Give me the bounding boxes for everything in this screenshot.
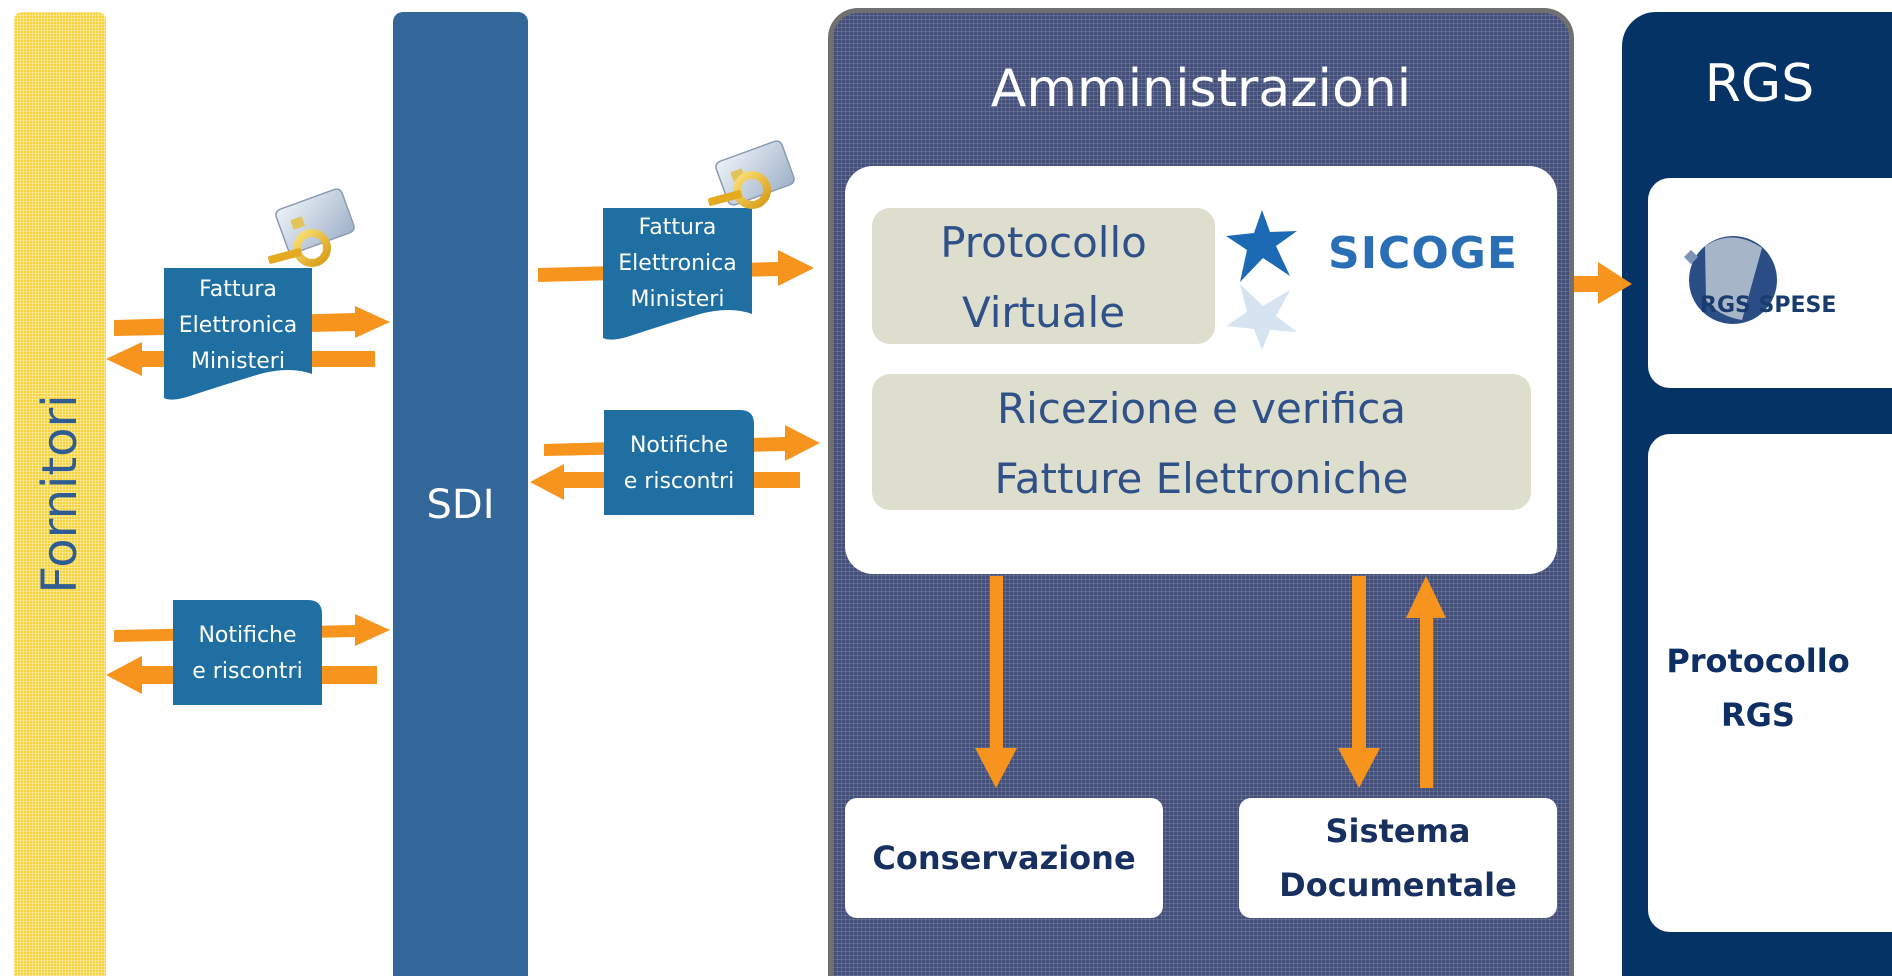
fattura-left-line-1: Fattura xyxy=(199,277,277,302)
protocollo-rgs-line-1: Protocollo xyxy=(1666,642,1850,680)
notifiche-doc-left: Notifiche e riscontri xyxy=(173,618,322,690)
fattura-left-line-2: Elettronica xyxy=(178,313,298,338)
protocollo-virtuale-line-2: Virtuale xyxy=(961,288,1126,337)
rgs-spese-logo-text: RGS SPESE xyxy=(1700,293,1837,318)
notifiche-left-line-2: e riscontri xyxy=(192,659,303,684)
fattura-doc-mid: Fattura Elettronica Ministeri xyxy=(603,210,752,318)
fattura-mid-line-2: Elettronica xyxy=(618,251,737,276)
fornitori-column: Fornitori xyxy=(14,12,106,976)
protocollo-virtuale-box: Protocollo Virtuale xyxy=(872,208,1215,344)
protocollo-rgs-box xyxy=(1648,434,1892,932)
fattura-doc-mid-shape xyxy=(603,208,752,340)
fattura-doc-left-shape xyxy=(164,268,312,400)
sistema-documentale-box: Sistema Documentale xyxy=(1239,798,1557,918)
conservazione-box: Conservazione xyxy=(845,798,1163,918)
sistema-documentale-line-2: Documentale xyxy=(1279,866,1517,904)
fattura-mid-line-3: Ministeri xyxy=(630,287,725,312)
fattura-doc-left: Fattura Elettronica Ministeri xyxy=(164,272,312,380)
sicoge-star-icon xyxy=(1226,210,1297,350)
notifiche-doc-left-shape xyxy=(173,600,322,705)
protocollo-virtuale-line-1: Protocollo xyxy=(940,218,1147,267)
notifiche-mid-line-2: e riscontri xyxy=(623,469,735,494)
protocollo-rgs-label: Protocollo RGS xyxy=(1648,634,1868,742)
fattura-mid-line-1: Fattura xyxy=(638,215,717,240)
smartcard-key-icon-mid xyxy=(707,140,795,209)
ricezione-line-2: Fatture Elettroniche xyxy=(994,454,1409,503)
ricezione-line-1: Ricezione e verifica xyxy=(996,384,1407,433)
sdi-column: SDI xyxy=(393,12,528,976)
notifiche-doc-mid-shape xyxy=(604,410,754,515)
protocollo-rgs-line-2: RGS xyxy=(1721,696,1795,734)
ricezione-verifica-box: Ricezione e verifica Fatture Elettronich… xyxy=(872,374,1531,510)
notifiche-mid-line-1: Notifiche xyxy=(629,433,729,458)
sistema-documentale-line-1: Sistema xyxy=(1325,812,1471,850)
sicoge-logo-text: SICOGE xyxy=(1328,228,1518,279)
rgs-spese-globe-icon xyxy=(1683,236,1777,324)
to-sistema-documentale-arrow xyxy=(1338,576,1380,788)
rgs-title: RGS xyxy=(1704,54,1815,114)
notifiche-left-line-1: Notifiche xyxy=(198,623,297,648)
to-conservazione-arrow xyxy=(975,576,1017,788)
smartcard-key-icon-left xyxy=(267,188,355,267)
notifiche-doc-mid: Notifiche e riscontri xyxy=(604,428,754,500)
fattura-left-line-3: Ministeri xyxy=(191,349,285,374)
amministrazioni-title: Amministrazioni xyxy=(990,59,1412,119)
sdi-label: SDI xyxy=(426,482,495,528)
from-sistema-documentale-arrow xyxy=(1406,576,1446,788)
amministrazioni-to-rgs-arrow xyxy=(1574,262,1632,304)
